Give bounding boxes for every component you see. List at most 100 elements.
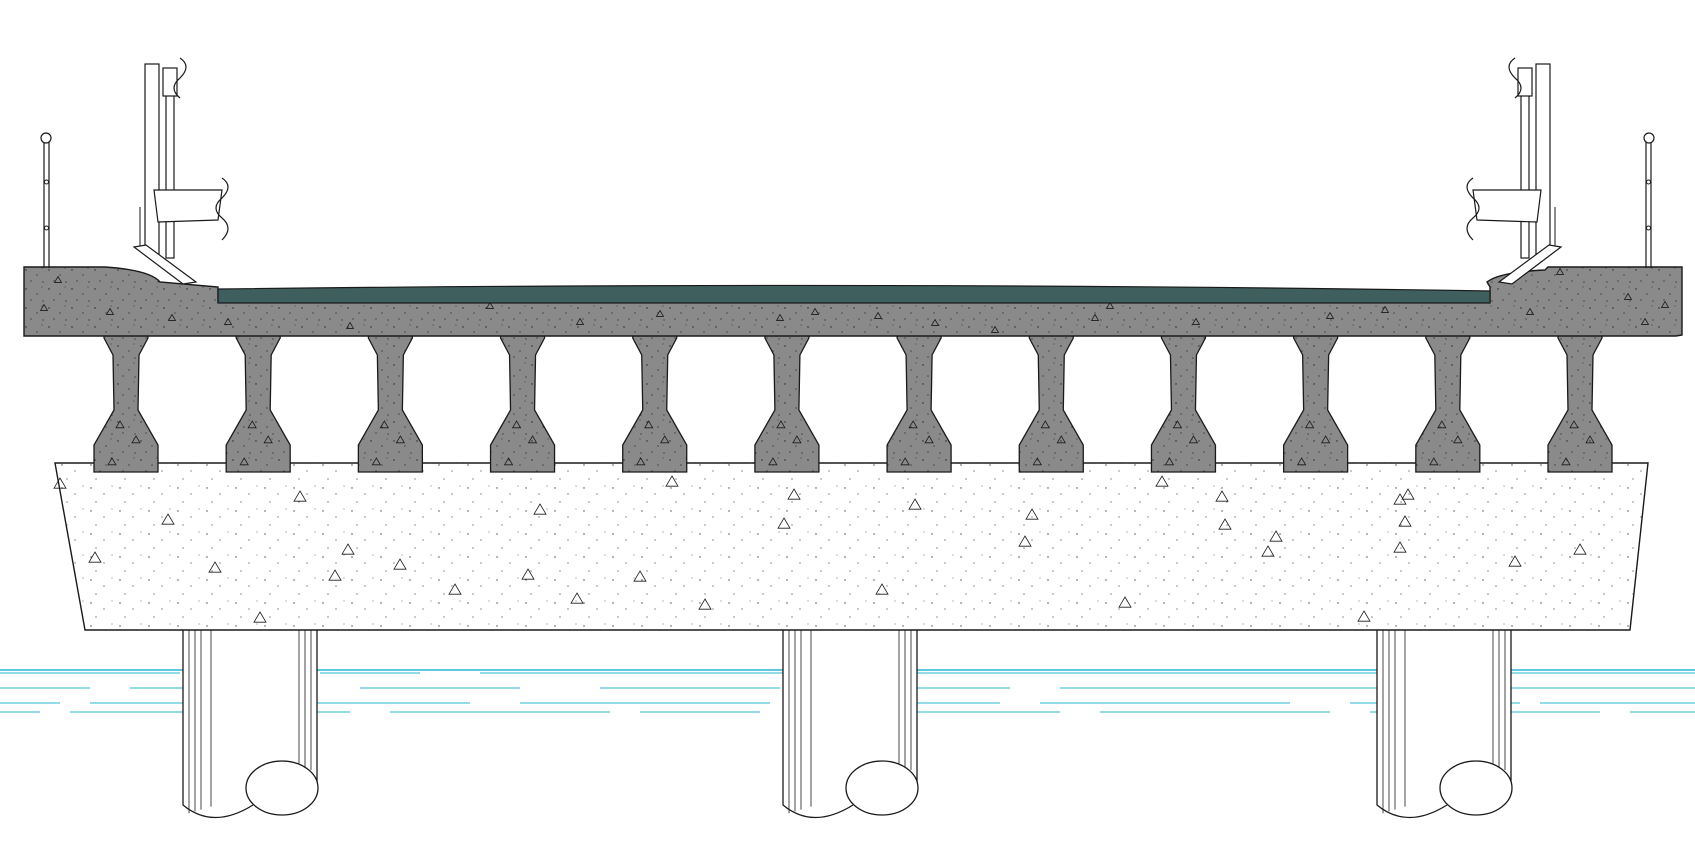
column-edge-left xyxy=(182,628,254,818)
deck-aggregate-mark xyxy=(775,313,785,321)
column-break-icon xyxy=(845,760,919,816)
girder-aggregate-mark xyxy=(776,420,786,429)
girder-aggregate-mark xyxy=(247,420,257,429)
rail-beam xyxy=(153,189,223,223)
barrier-post xyxy=(144,63,160,255)
cap-aggregate-mark xyxy=(253,611,267,623)
cap-aggregate-mark xyxy=(570,592,584,604)
deck-aggregate-mark xyxy=(873,311,883,319)
girder-aggregate-mark xyxy=(1320,435,1331,444)
deck-aggregate-mark xyxy=(1640,317,1650,325)
deck-aggregate-mark xyxy=(655,309,665,317)
deck-aggregate-mark xyxy=(575,317,585,325)
girder-speckle xyxy=(358,334,423,472)
barrier-post-inner xyxy=(1520,93,1530,259)
cap-aggregate-mark xyxy=(1401,488,1415,500)
girder-aggregate-mark xyxy=(107,457,117,466)
cap-aggregate-mark xyxy=(698,598,712,610)
girder-aggregate-mark xyxy=(1032,457,1042,466)
girder xyxy=(1547,333,1613,473)
cap-aggregate-mark xyxy=(293,490,307,502)
deck-aggregate-mark xyxy=(1090,313,1100,321)
cap-aggregate-mark xyxy=(787,488,801,500)
column-edge-left xyxy=(1376,628,1448,818)
girder-aggregate-mark xyxy=(1040,420,1050,429)
post-cap-icon xyxy=(1643,132,1655,144)
post-cap-icon xyxy=(40,132,52,144)
girder-speckle xyxy=(490,334,555,472)
girder-aggregate-mark xyxy=(1188,435,1199,444)
column-break-icon xyxy=(1439,760,1513,816)
girder-aggregate-mark xyxy=(239,457,249,466)
cap-aggregate-mark xyxy=(875,583,889,595)
pier-column xyxy=(782,628,919,818)
girder-aggregate-mark xyxy=(1056,435,1066,444)
deck-aggregate-mark xyxy=(1525,307,1535,315)
cap-aggregate-mark xyxy=(1118,596,1132,608)
girder-speckle xyxy=(622,334,687,472)
break-line-icon xyxy=(215,177,229,241)
deck-aggregate-mark xyxy=(1380,305,1390,313)
girder-speckle xyxy=(226,334,291,472)
cap-aggregate-marks xyxy=(53,475,1587,623)
cap-aggregate-mark xyxy=(533,503,547,515)
deck-slab xyxy=(23,266,1683,337)
cap-aggregate-mark xyxy=(521,568,535,580)
girder xyxy=(754,333,820,473)
deck-aggregate-mark xyxy=(105,307,115,315)
girder xyxy=(357,333,424,473)
cap-aggregate-mark xyxy=(448,583,462,595)
girder-aggregate-mark xyxy=(1304,420,1315,429)
cap-aggregate-mark xyxy=(1508,555,1522,567)
cap-aggregate-mark xyxy=(1573,543,1587,555)
deck-aggregate-mark xyxy=(1105,301,1115,309)
girder-aggregate-mark xyxy=(371,457,382,466)
girder-aggregate-mark xyxy=(1429,457,1439,466)
deck-aggregate-mark xyxy=(990,325,1000,333)
pier-column xyxy=(182,628,319,818)
girder-aggregate-mark xyxy=(636,457,646,466)
girder xyxy=(1018,333,1084,473)
girder-aggregate-mark xyxy=(1164,457,1175,466)
column-break-icon xyxy=(245,760,319,816)
brace xyxy=(132,244,198,285)
cap-aggregate-mark xyxy=(208,561,222,573)
cap-aggregate-mark xyxy=(1357,610,1371,622)
girder-aggregate-mark xyxy=(792,435,802,444)
deck-aggregate-mark xyxy=(1660,300,1670,308)
girder-speckle xyxy=(94,334,158,472)
girder xyxy=(93,333,159,473)
barrier-post xyxy=(1535,63,1551,255)
cap-aggregate-mark xyxy=(1025,508,1039,520)
girder-speckle xyxy=(754,334,819,472)
girder-aggregate-mark xyxy=(644,420,654,429)
deck-aggregate-mark xyxy=(39,303,49,311)
deck-aggregate-mark xyxy=(810,307,820,315)
girder xyxy=(225,333,291,473)
cap-aggregate-mark xyxy=(777,517,791,529)
deck-aggregate-mark xyxy=(167,313,177,321)
girder xyxy=(622,333,688,473)
right-barrier-railing xyxy=(1466,57,1655,285)
deck-aggregate-mark xyxy=(485,301,495,309)
girder-aggregate-mark xyxy=(908,420,918,429)
pier-columns xyxy=(182,628,1513,818)
cap-aggregate-mark xyxy=(633,570,647,582)
deck-aggregate-mark xyxy=(223,317,233,325)
bolt-icon xyxy=(44,179,49,185)
girder-aggregate-mark xyxy=(1561,457,1571,466)
girder-aggregate-mark xyxy=(1296,457,1307,466)
girder-aggregate-mark xyxy=(900,457,910,466)
girder-aggregate-mark xyxy=(1585,435,1595,444)
deck-aggregate-mark xyxy=(1191,317,1201,325)
girder-aggregate-mark xyxy=(115,420,125,429)
cap-aggregate-mark xyxy=(1218,518,1232,530)
girder-aggregate-mark xyxy=(1172,420,1183,429)
cap-aggregate-mark xyxy=(53,477,67,489)
break-line-icon xyxy=(173,57,187,99)
deck-aggregate-mark xyxy=(1555,267,1565,275)
pier-column xyxy=(1376,628,1513,818)
cap-aggregate-mark xyxy=(161,513,175,525)
pavement-surface xyxy=(217,284,1491,304)
deck-aggregate-mark xyxy=(1325,311,1335,319)
